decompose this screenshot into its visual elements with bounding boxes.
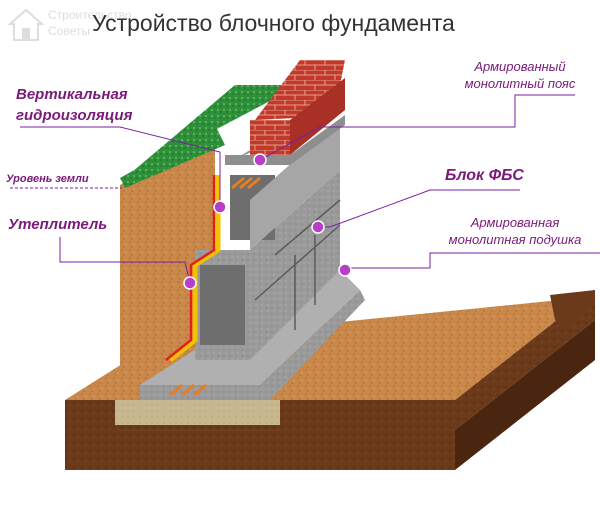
house-icon [7, 8, 45, 41]
insulation-layer [168, 175, 221, 362]
label-vertical-waterproofing-line1: Вертикальная [16, 86, 128, 103]
rebar-cushion [169, 383, 207, 397]
marker-insulation [183, 276, 197, 290]
callout-line-waterproofing [20, 126, 221, 207]
label-reinforced-belt: Армированный монолитный пояс [445, 58, 595, 92]
waterproofing-layer [165, 175, 216, 361]
brick-wall-front [250, 120, 290, 155]
marker-waterproofing [213, 200, 227, 214]
rebar-marks [169, 176, 261, 397]
marker-fbs [311, 220, 325, 234]
label-reinforced-belt-line1: Армированный [474, 59, 566, 74]
label-reinforced-cushion-line2: монолитная подушка [448, 232, 582, 247]
marker-cushion [338, 263, 352, 277]
ground-slab-notch [550, 290, 595, 330]
page-title: Устройство блочного фундамента [92, 10, 455, 36]
grass-strip [120, 125, 225, 188]
label-reinforced-belt-line2: монолитный пояс [464, 76, 576, 91]
label-ground-level: Уровень земли [6, 173, 89, 185]
callout-markers [183, 153, 352, 290]
callout-line-insulation [59, 237, 191, 284]
watermark-line1: Строительство [48, 8, 132, 22]
rebar-belt [231, 176, 261, 190]
callout-lines [20, 94, 600, 284]
reinforced-belt [225, 115, 345, 165]
marker-belt [253, 153, 267, 167]
foundation-pad-front [140, 290, 365, 400]
callout-line-cushion [350, 252, 600, 269]
sand-cushion [115, 400, 280, 425]
label-vertical-waterproofing-line2: гидроизоляция [16, 107, 133, 124]
label-reinforced-cushion: Армированная монолитная подушка [435, 214, 595, 248]
label-vertical-waterproofing: Вертикальная гидроизоляция [16, 84, 132, 126]
watermark-line2: Советы [48, 24, 90, 38]
fbs-block-lower [200, 265, 245, 345]
label-fbs-block: Блок ФБС [445, 167, 524, 184]
callout-line-belt [259, 94, 575, 161]
block-wall-upper-side [250, 120, 340, 250]
label-reinforced-cushion-line1: Армированная [470, 215, 560, 230]
label-insulation: Утеплитель [8, 216, 108, 233]
block-joints [254, 199, 341, 330]
watermark-logo: Строительство Советы [6, 4, 132, 44]
brick-wall-top [255, 60, 345, 120]
ground-slab-side [455, 320, 595, 470]
